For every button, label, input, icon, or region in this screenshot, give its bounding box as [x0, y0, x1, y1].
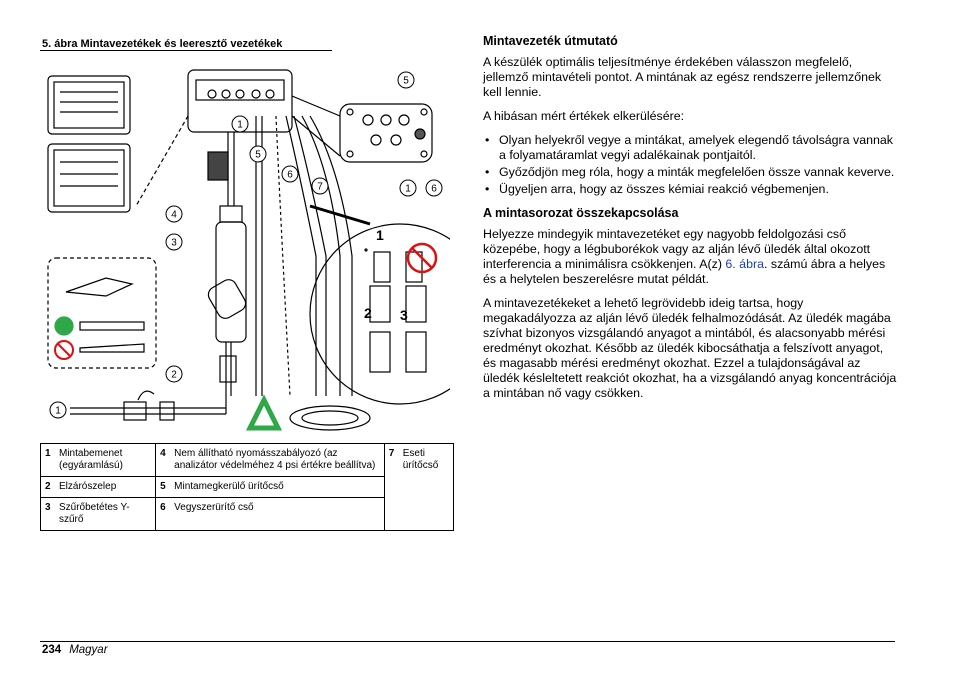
legend-row: 1 Mintabemenet (egyáramlású) 4 Nem állít…: [40, 443, 454, 531]
legend-text: Szűrőbetétes Y-szűrő: [55, 497, 157, 531]
callout-5-top: 5: [397, 71, 415, 89]
list-item: Győződjön meg róla, hogy a minták megfel…: [483, 165, 899, 180]
footer-rule: [40, 641, 895, 642]
svg-text:4: 4: [171, 210, 177, 221]
svg-text:6: 6: [287, 170, 293, 181]
svg-text:1: 1: [55, 406, 61, 417]
legend-row: 3 Szűrőbetétes Y-szűrő 6 Vegyszerürítő c…: [40, 497, 454, 531]
list-item: Ügyeljen arra, hogy az összes kémiai rea…: [483, 182, 899, 197]
tube-cutting-inset: [47, 257, 157, 369]
page-number: 234: [42, 644, 62, 656]
section-heading-connect-series: A mintasorozat összekapcsolása: [483, 206, 679, 220]
plumbing-illustration: 5 1 5 6 7 1 6 4 3 2 1 1 2 3: [47, 69, 450, 431]
sample-inlet-line: [207, 132, 247, 396]
step-1-label: 1: [376, 227, 384, 243]
body-text-column: Mintavezeték útmutató A készülék optimál…: [483, 30, 899, 410]
svg-text:7: 7: [317, 182, 323, 193]
legend-row: 2 Elzárószelep 5 Mintamegkerülő ürítőcső: [40, 476, 454, 498]
callout-6-detail: 6: [425, 179, 443, 197]
callout-7: 7: [311, 177, 329, 195]
paragraph: A készülék optimális teljesítménye érdek…: [483, 55, 882, 99]
legend-num: 7: [383, 443, 399, 531]
svg-text:2: 2: [171, 370, 177, 381]
inlet-valve-assembly: [70, 390, 227, 421]
paragraph: Helyezze mindegyik mintavezetéket egy na…: [483, 227, 899, 287]
callout-1-detail: 1: [399, 179, 417, 197]
figure-title: 5. ábra Mintavezetékek és leeresztő veze…: [42, 38, 283, 50]
legend-text: Mintamegkerülő ürítőcső: [170, 476, 385, 498]
connection-detail: [309, 204, 450, 405]
legend-text: Nem állítható nyomásszabályozó (az anali…: [170, 443, 385, 477]
legend-num: 1: [40, 443, 55, 477]
list-item: Olyan helyekről vegye a mintákat, amelye…: [483, 133, 899, 163]
fitting-plate-detail: [339, 103, 433, 163]
step-2-label: 2: [364, 305, 372, 321]
svg-text:6: 6: [431, 184, 437, 195]
legend-num: 2: [40, 476, 55, 498]
legend-text: Eseti ürítőcső: [398, 443, 454, 531]
floor-drain: [289, 405, 371, 431]
text-span: Helyezze mindegyik mintavezetéket egy na…: [483, 227, 871, 271]
callout-4: 4: [165, 205, 183, 223]
drain-tubes: [255, 115, 353, 397]
svg-text:5: 5: [255, 150, 261, 161]
legend-text: Vegyszerürítő cső: [170, 497, 385, 531]
section-heading-sample-lines: Mintavezeték útmutató: [483, 34, 618, 48]
page-footer: 234 Magyar: [42, 644, 108, 656]
figure-legend-table: 1 Mintabemenet (egyáramlású) 4 Nem állít…: [40, 443, 454, 531]
text-span: . számú ábra a helyes és a helytelen bes…: [483, 257, 886, 286]
step-3-label: 3: [400, 307, 408, 323]
callout-5-mid: 5: [249, 145, 267, 163]
svg-text:3: 3: [171, 238, 177, 249]
svg-text:5: 5: [403, 76, 409, 87]
recycle-icon: [245, 394, 283, 431]
figure-title-rule: [40, 50, 332, 51]
callout-1-top: 1: [231, 115, 249, 133]
legend-num: 5: [155, 476, 171, 498]
legend-num: 6: [155, 497, 171, 531]
callout-2: 2: [165, 365, 183, 383]
svg-text:1: 1: [237, 120, 243, 131]
legend-text: Elzárószelep: [55, 476, 157, 498]
callout-1-bottom: 1: [49, 401, 67, 419]
legend-num: 3: [40, 497, 55, 531]
analyzer-bottom-panel: [187, 69, 293, 133]
legend-text: Mintabemenet (egyáramlású): [55, 443, 157, 477]
callout-6-mid: 6: [281, 165, 299, 183]
figure-6-link[interactable]: 6. ábra: [725, 257, 764, 271]
paragraph: A hibásan mért értékek elkerülésére:: [483, 109, 685, 123]
paragraph: A mintavezetékeket a lehető legrövidebb …: [483, 296, 897, 400]
footer-language: Magyar: [69, 644, 108, 656]
svg-text:1: 1: [405, 184, 411, 195]
bullet-list: Olyan helyekről vegye a mintákat, amelye…: [483, 133, 899, 197]
analyzer-enclosure-left: [47, 75, 131, 213]
legend-num: 4: [155, 443, 171, 477]
callout-3: 3: [165, 233, 183, 251]
